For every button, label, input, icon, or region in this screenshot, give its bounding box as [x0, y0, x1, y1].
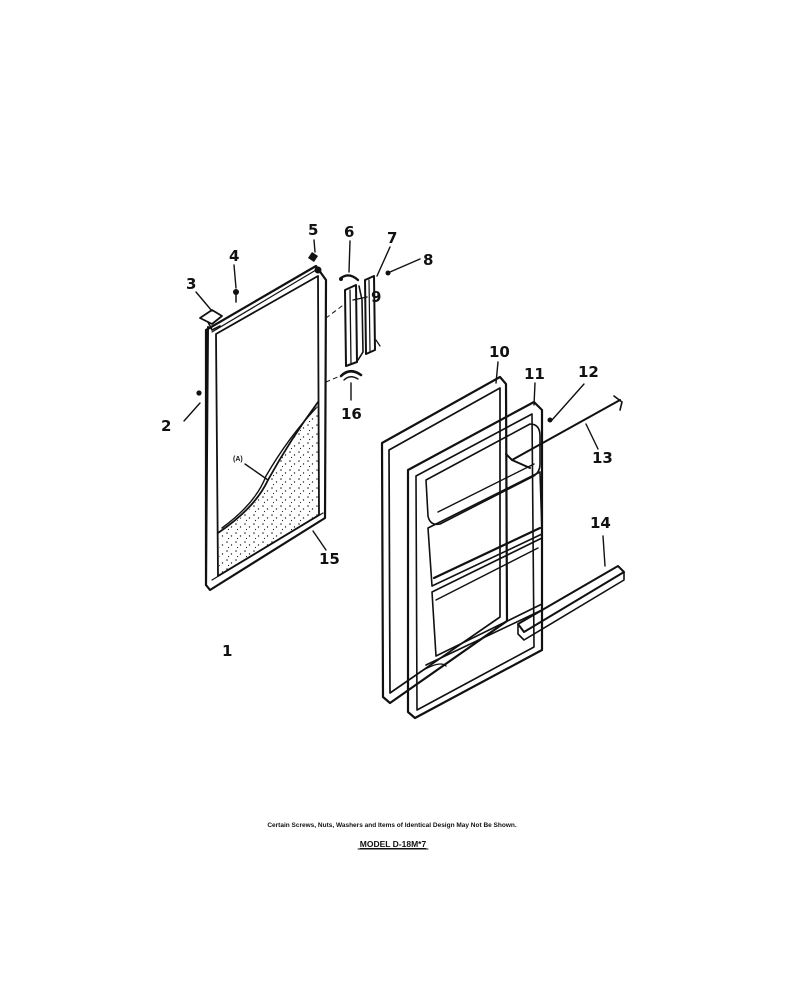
- callout-16: 16: [341, 405, 362, 423]
- outer-door-panel: [204, 264, 328, 592]
- door-rack-part-13: [505, 395, 623, 469]
- callout-14: 14: [590, 514, 611, 532]
- screw-part-2: [196, 390, 202, 396]
- callout-15: 15: [319, 550, 340, 568]
- screw-part-8: [385, 270, 391, 276]
- leader-lines: [183, 239, 606, 567]
- callout-9: 9: [371, 288, 381, 306]
- callout-7: 7: [387, 229, 397, 247]
- handle-part-9: [344, 284, 364, 367]
- screw-part-4: [233, 289, 239, 303]
- hinge-part-3: [199, 309, 223, 331]
- clip-part-6: [339, 274, 360, 282]
- callout-10: 10: [489, 343, 510, 361]
- rod-part-12: [547, 417, 553, 423]
- model-number: MODEL D-18M*7: [360, 839, 427, 849]
- callout-a: (A): [233, 456, 243, 463]
- callout-3: 3: [186, 275, 196, 293]
- callout-2: 2: [161, 417, 171, 435]
- callout-6: 6: [344, 223, 354, 241]
- inner-door-liner: [406, 400, 544, 720]
- callout-8: 8: [423, 251, 433, 269]
- door-insulation: [217, 401, 320, 575]
- plug-part-5: [308, 252, 322, 274]
- footnote: Certain Screws, Nuts, Washers and Items …: [267, 822, 517, 829]
- callout-1: 1: [222, 642, 232, 660]
- callout-5: 5: [308, 221, 318, 239]
- callout-12: 12: [578, 363, 599, 381]
- door-rail-part-14: [517, 565, 625, 641]
- callout-4: 4: [229, 247, 239, 265]
- callout-13: 13: [592, 449, 613, 467]
- callout-11: 11: [524, 365, 545, 383]
- clip-part-16: [339, 369, 363, 381]
- handle-bar-part-7: [364, 275, 381, 355]
